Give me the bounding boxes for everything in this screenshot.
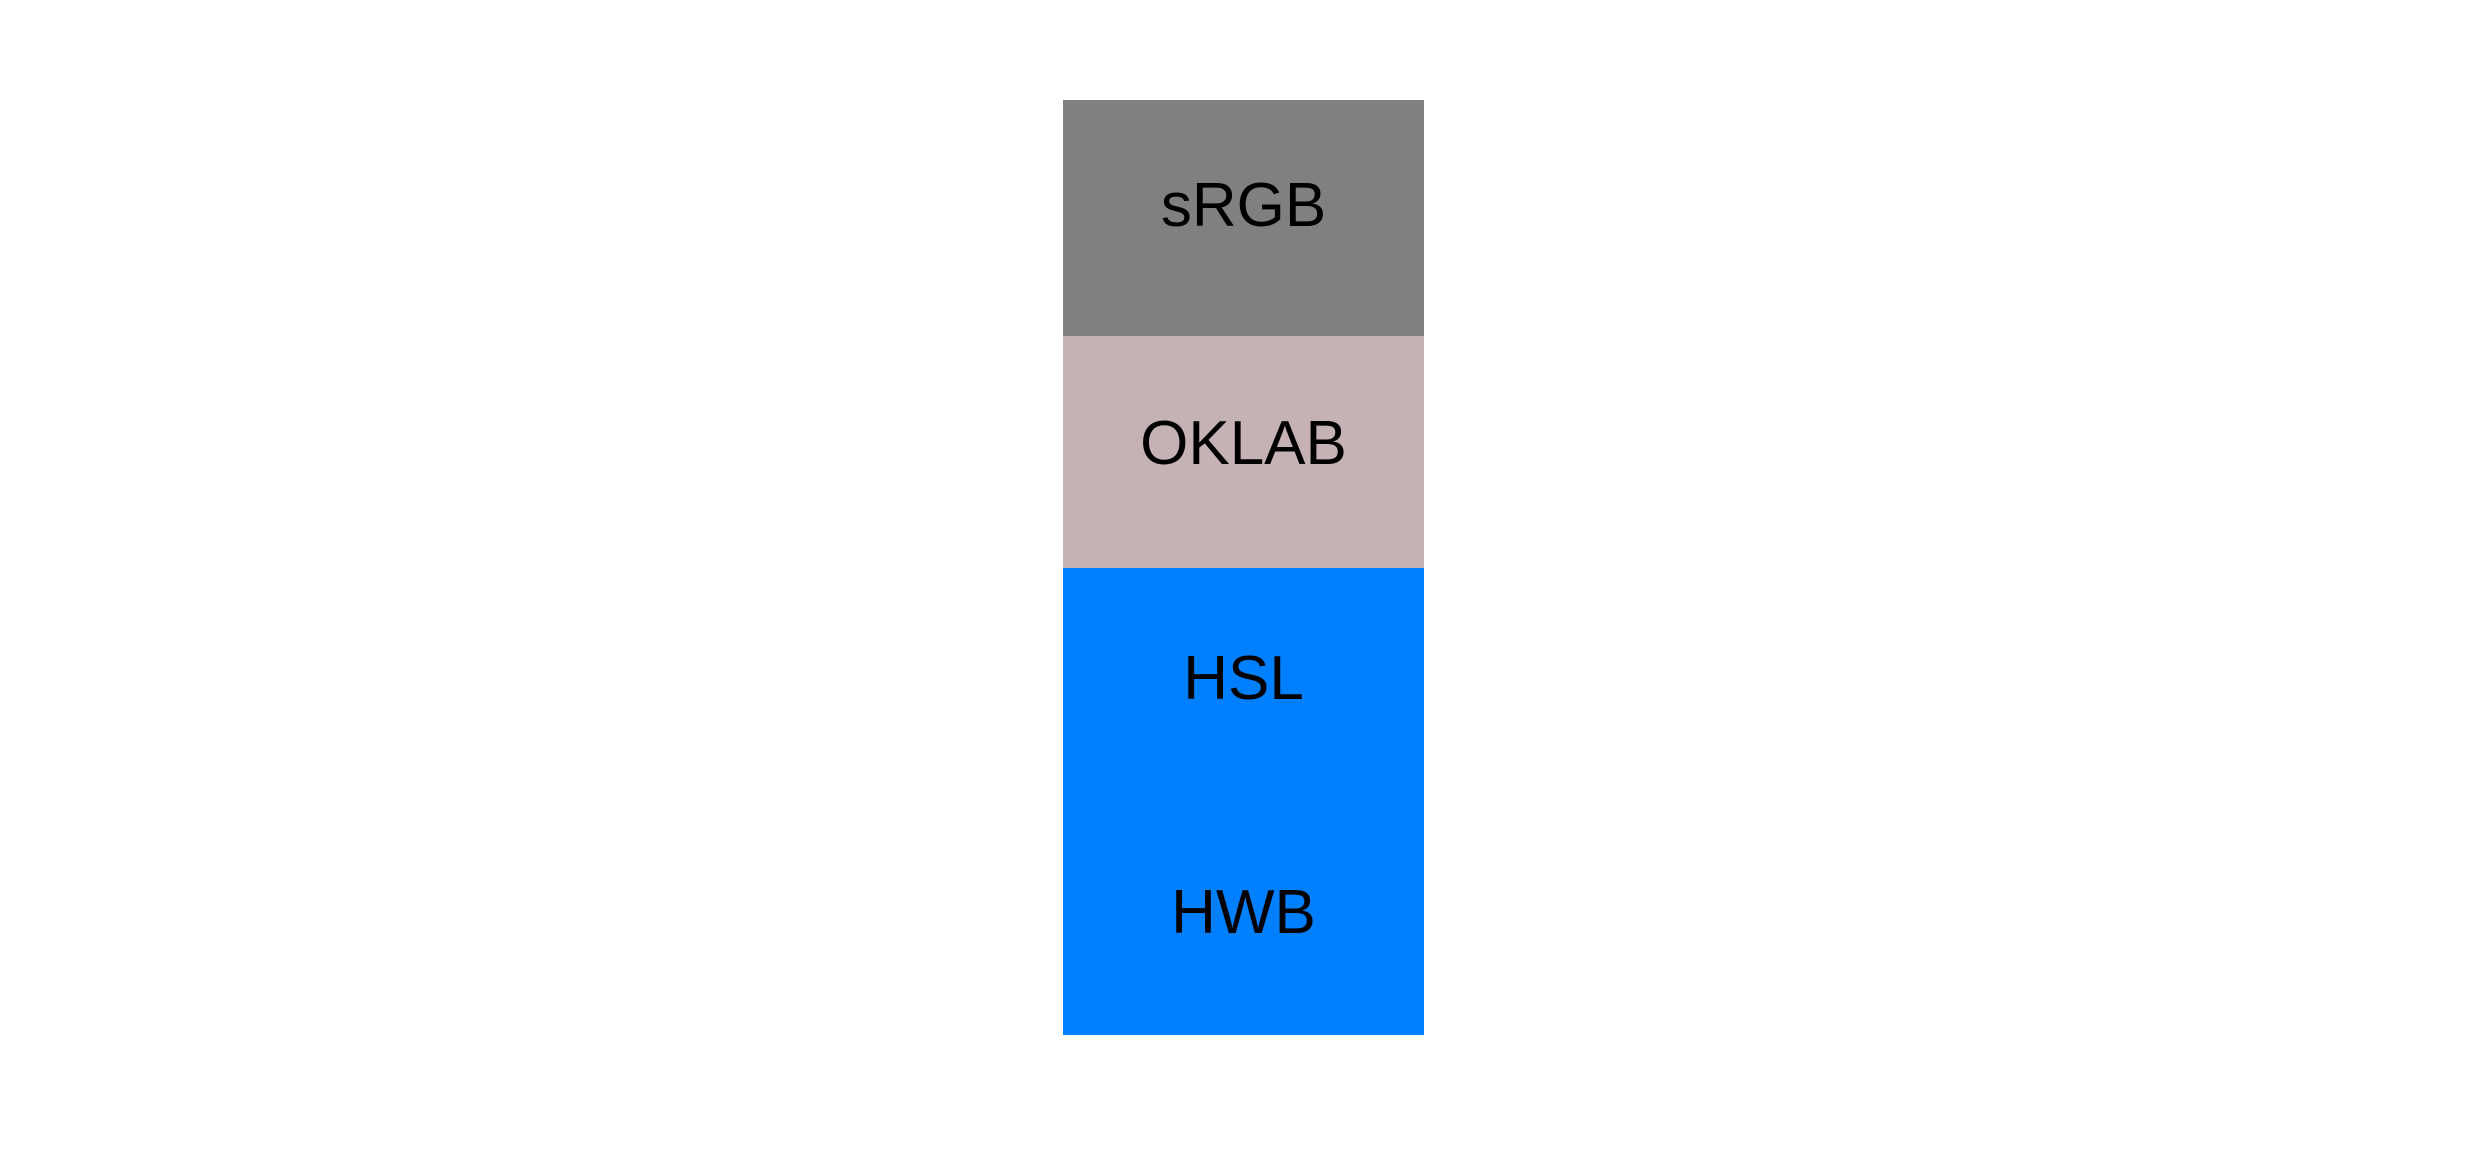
swatch-label-oklab: OKLAB — [1140, 409, 1347, 478]
swatch-label-srgb: sRGB — [1160, 171, 1327, 240]
swatch-oklab: OKLAB — [1063, 336, 1424, 568]
swatch-srgb: sRGB — [1063, 100, 1424, 336]
swatch-hsl: HSL — [1063, 568, 1424, 802]
swatch-hwb: HWB — [1063, 802, 1424, 1035]
swatch-label-hsl: HSL — [1183, 644, 1304, 713]
swatch-label-hwb: HWB — [1171, 877, 1316, 947]
color-space-swatch-stack: sRGB OKLAB HSL HWB — [1063, 100, 1424, 1035]
